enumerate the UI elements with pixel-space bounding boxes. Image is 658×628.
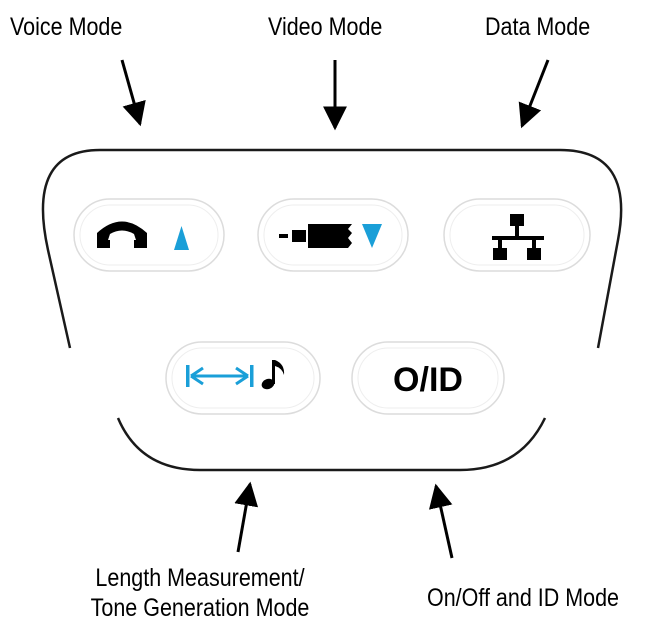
data-mode-label: Data Mode xyxy=(485,13,591,41)
video-mode-label: Video Mode xyxy=(268,13,383,41)
onoff-id-mode-label: On/Off and ID Mode xyxy=(427,584,620,612)
video-mode-button[interactable] xyxy=(257,198,409,272)
keypad-outline xyxy=(41,148,623,472)
network-icon xyxy=(492,214,544,260)
onoff-button-label: O/ID xyxy=(393,361,463,399)
onoff-callout-arrow xyxy=(428,483,454,559)
length-tone-label: Length Measurement/ Tone Generation Mode xyxy=(62,563,337,623)
music-note-icon xyxy=(261,360,285,390)
length-tone-label-line1: Length Measurement/ xyxy=(95,564,305,592)
down-triangle-icon xyxy=(362,224,382,248)
data-callout-arrow xyxy=(518,59,550,129)
length-tone-label-line2: Tone Generation Mode xyxy=(90,594,310,622)
voice-mode-label: Voice Mode xyxy=(10,13,123,41)
onoff-id-button[interactable]: O/ID xyxy=(351,341,505,415)
length-tone-button[interactable] xyxy=(165,341,321,415)
video-connector-icon xyxy=(279,224,352,248)
voice-mode-button[interactable] xyxy=(73,198,225,272)
data-mode-button[interactable] xyxy=(443,198,591,272)
up-triangle-icon xyxy=(174,226,189,250)
length-callout-arrow xyxy=(234,481,259,553)
voice-callout-arrow xyxy=(120,59,146,127)
phone-handset-icon xyxy=(97,221,147,248)
double-arrow-icon xyxy=(186,365,254,387)
